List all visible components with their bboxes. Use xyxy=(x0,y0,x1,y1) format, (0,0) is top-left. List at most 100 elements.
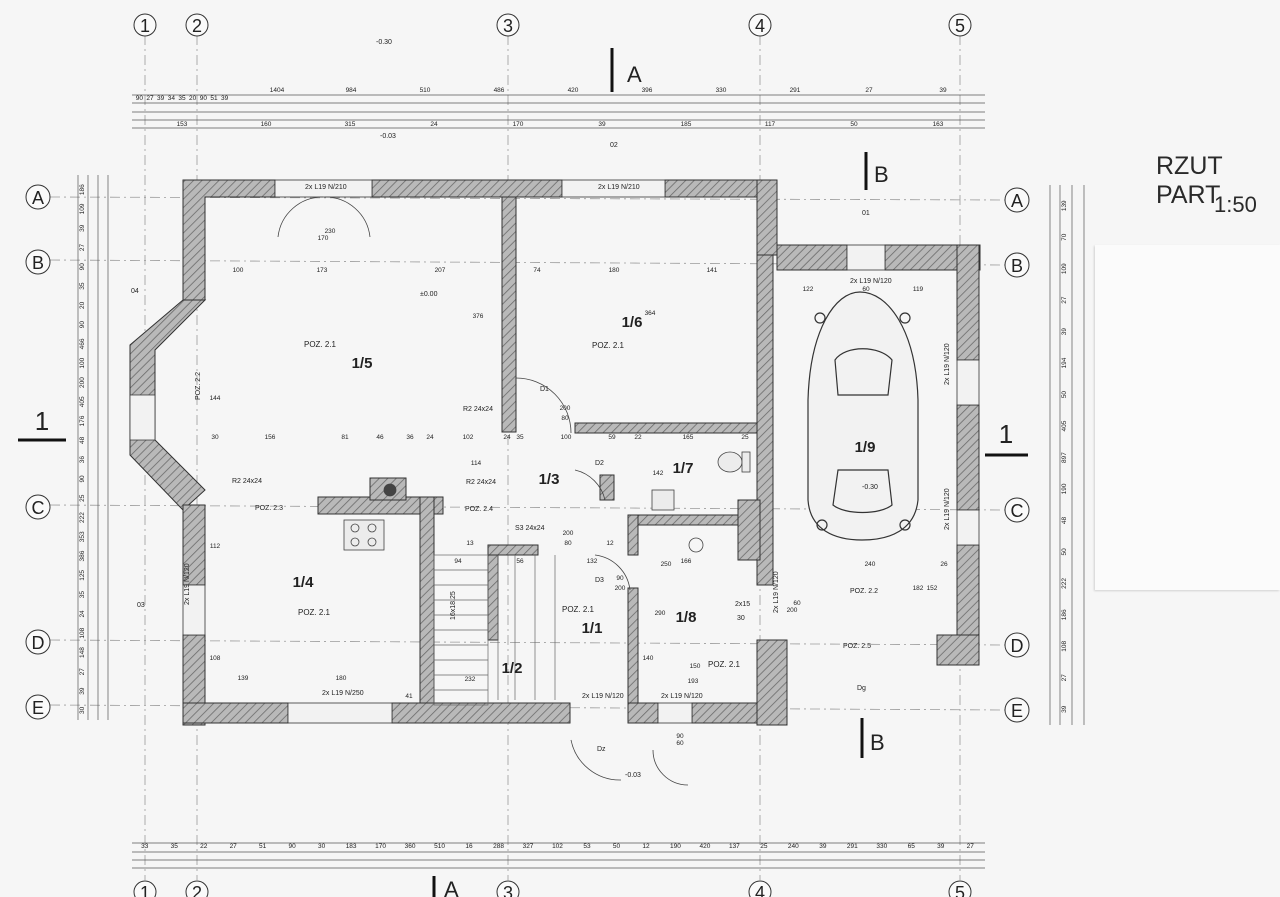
dim-bottom-18: 190 xyxy=(670,843,681,850)
axis-bubble-bottom-2 xyxy=(185,880,209,897)
dim-top1-3: 34 xyxy=(168,95,176,102)
label-lvl0: ±0.00 xyxy=(420,291,438,298)
dim-inner-4: 180 xyxy=(609,267,620,274)
dim-right-13: 186 xyxy=(1061,609,1068,620)
dim-top3-0: 153 xyxy=(177,121,188,128)
stairs xyxy=(433,554,556,706)
dim-top2-3: 486 xyxy=(494,87,505,94)
axis-label-top-3: 3 xyxy=(503,16,513,36)
dim-left-16: 25 xyxy=(79,494,86,502)
dim-top2-0: 1404 xyxy=(270,87,285,94)
dim-inner-36: 112 xyxy=(210,543,221,550)
dim-right-2: 109 xyxy=(1061,263,1068,274)
dim-bottom-26: 65 xyxy=(908,843,916,850)
room-poz-1-1: POZ. 2.1 xyxy=(562,605,595,614)
axis-label-bottom-4: 4 xyxy=(755,883,765,897)
dim-right-4: 39 xyxy=(1061,328,1068,336)
dim-right-15: 27 xyxy=(1061,674,1068,682)
dim-inner-29: 94 xyxy=(454,558,462,565)
section-b-bottom: B xyxy=(870,730,885,755)
axis-bubble-right-D xyxy=(1004,632,1030,658)
dim-inner-3: 74 xyxy=(533,267,541,274)
dim-top2-9: 39 xyxy=(939,87,947,94)
dim-right-1: 70 xyxy=(1061,233,1068,241)
dim-bottom-9: 360 xyxy=(405,843,416,850)
dim-bottom-10: 510 xyxy=(434,843,445,850)
axis-bubble-right-E xyxy=(1004,697,1030,723)
dim-left-27: 30 xyxy=(79,706,86,714)
dim-left-3: 27 xyxy=(79,244,86,252)
dim-right-9: 190 xyxy=(1061,483,1068,494)
axis-label-left-A: A xyxy=(32,188,44,208)
label-r2b: R2 24x24 xyxy=(232,478,262,485)
room-number-1-7: 1/7 xyxy=(673,460,694,477)
dim-inner-1: 173 xyxy=(317,267,328,274)
label-dz: Dz xyxy=(597,746,606,753)
dim-bottom-20: 137 xyxy=(729,843,740,850)
dim-inner-53: 60 xyxy=(676,740,684,747)
dim-bottom-23: 39 xyxy=(819,843,827,850)
section-markers xyxy=(18,48,1028,897)
dim-inner-18: 24 xyxy=(503,434,511,441)
dim-bottom-27: 39 xyxy=(937,843,945,850)
dim-inner-52: 200 xyxy=(615,585,626,592)
dim-inner-45: 193 xyxy=(688,678,699,685)
dim-inner-30: 56 xyxy=(516,558,524,565)
dim-left-22: 24 xyxy=(79,610,86,618)
dim-left-20: 125 xyxy=(79,570,86,581)
dim-top2-8: 27 xyxy=(865,87,873,94)
label-lvl003a: -0.03 xyxy=(380,133,396,140)
dim-inner-2: 207 xyxy=(435,267,446,274)
label-d1: D1 xyxy=(540,386,549,393)
dim-inner-15: 36 xyxy=(406,434,414,441)
dim-inner-48: 152 xyxy=(927,585,938,592)
dim-inner-5: 141 xyxy=(707,267,718,274)
dim-inner-20: 100 xyxy=(561,434,572,441)
overlay-paper-sheet xyxy=(1095,245,1280,590)
dim-inner-51: 90 xyxy=(616,575,624,582)
dim-left-2: 39 xyxy=(79,224,86,232)
room-number-1-5: 1/5 xyxy=(352,355,373,372)
dim-bottom-28: 27 xyxy=(967,843,975,850)
label-w6: 2x L19 N/120 xyxy=(184,563,191,605)
axis-bubble-right-B xyxy=(1004,252,1030,278)
dim-bottom-17: 12 xyxy=(642,843,650,850)
room-poz-1-4: POZ. 2.1 xyxy=(298,608,331,617)
dim-inner-57: 170 xyxy=(318,235,329,242)
label-w9: 2x L19 N/120 xyxy=(661,693,703,700)
section-b-top: B xyxy=(874,162,889,187)
dim-right-7: 405 xyxy=(1061,420,1068,431)
dim-inner-6: 122 xyxy=(803,286,814,293)
dim-inner-46: 108 xyxy=(210,655,221,662)
axis-bubble-top-3 xyxy=(496,13,520,37)
label-w10: 2x L19 N/120 xyxy=(773,571,780,613)
section-a-bottom: A xyxy=(444,877,459,897)
dim-inner-41: 250 xyxy=(661,561,672,568)
dim-inner-44: 150 xyxy=(690,663,701,670)
label-lvl030b: -0.30 xyxy=(862,484,878,491)
dim-inner-14: 46 xyxy=(376,434,384,441)
label-tag01: 01 xyxy=(862,210,870,217)
dim-left-26: 39 xyxy=(79,687,86,695)
dim-left-25: 27 xyxy=(79,668,86,676)
axis-label-bottom-2: 2 xyxy=(192,883,202,897)
label-lvl030a: -0.30 xyxy=(376,39,392,46)
axis-label-right-A: A xyxy=(1011,191,1023,211)
label-r2c: R2 24x24 xyxy=(466,479,496,486)
dim-bottom-13: 327 xyxy=(523,843,534,850)
dim-right-0: 139 xyxy=(1061,200,1068,211)
dim-inner-60: 200 xyxy=(563,530,574,537)
room-number-1-6: 1/6 xyxy=(622,314,643,331)
dim-inner-33: 166 xyxy=(681,558,692,565)
dim-top3-7: 117 xyxy=(765,121,776,128)
dim-left-21: 35 xyxy=(79,591,86,599)
dim-bottom-15: 53 xyxy=(583,843,591,850)
label-stairs: 16x18.25 xyxy=(450,591,457,620)
axis-bubble-top-1 xyxy=(133,13,157,37)
dim-bottom-3: 27 xyxy=(230,843,238,850)
dim-left-9: 100 xyxy=(79,357,86,368)
room-poz-1-5: POZ. 2.1 xyxy=(304,340,337,349)
dim-top2-7: 291 xyxy=(790,87,801,94)
dim-inner-0: 100 xyxy=(233,267,244,274)
